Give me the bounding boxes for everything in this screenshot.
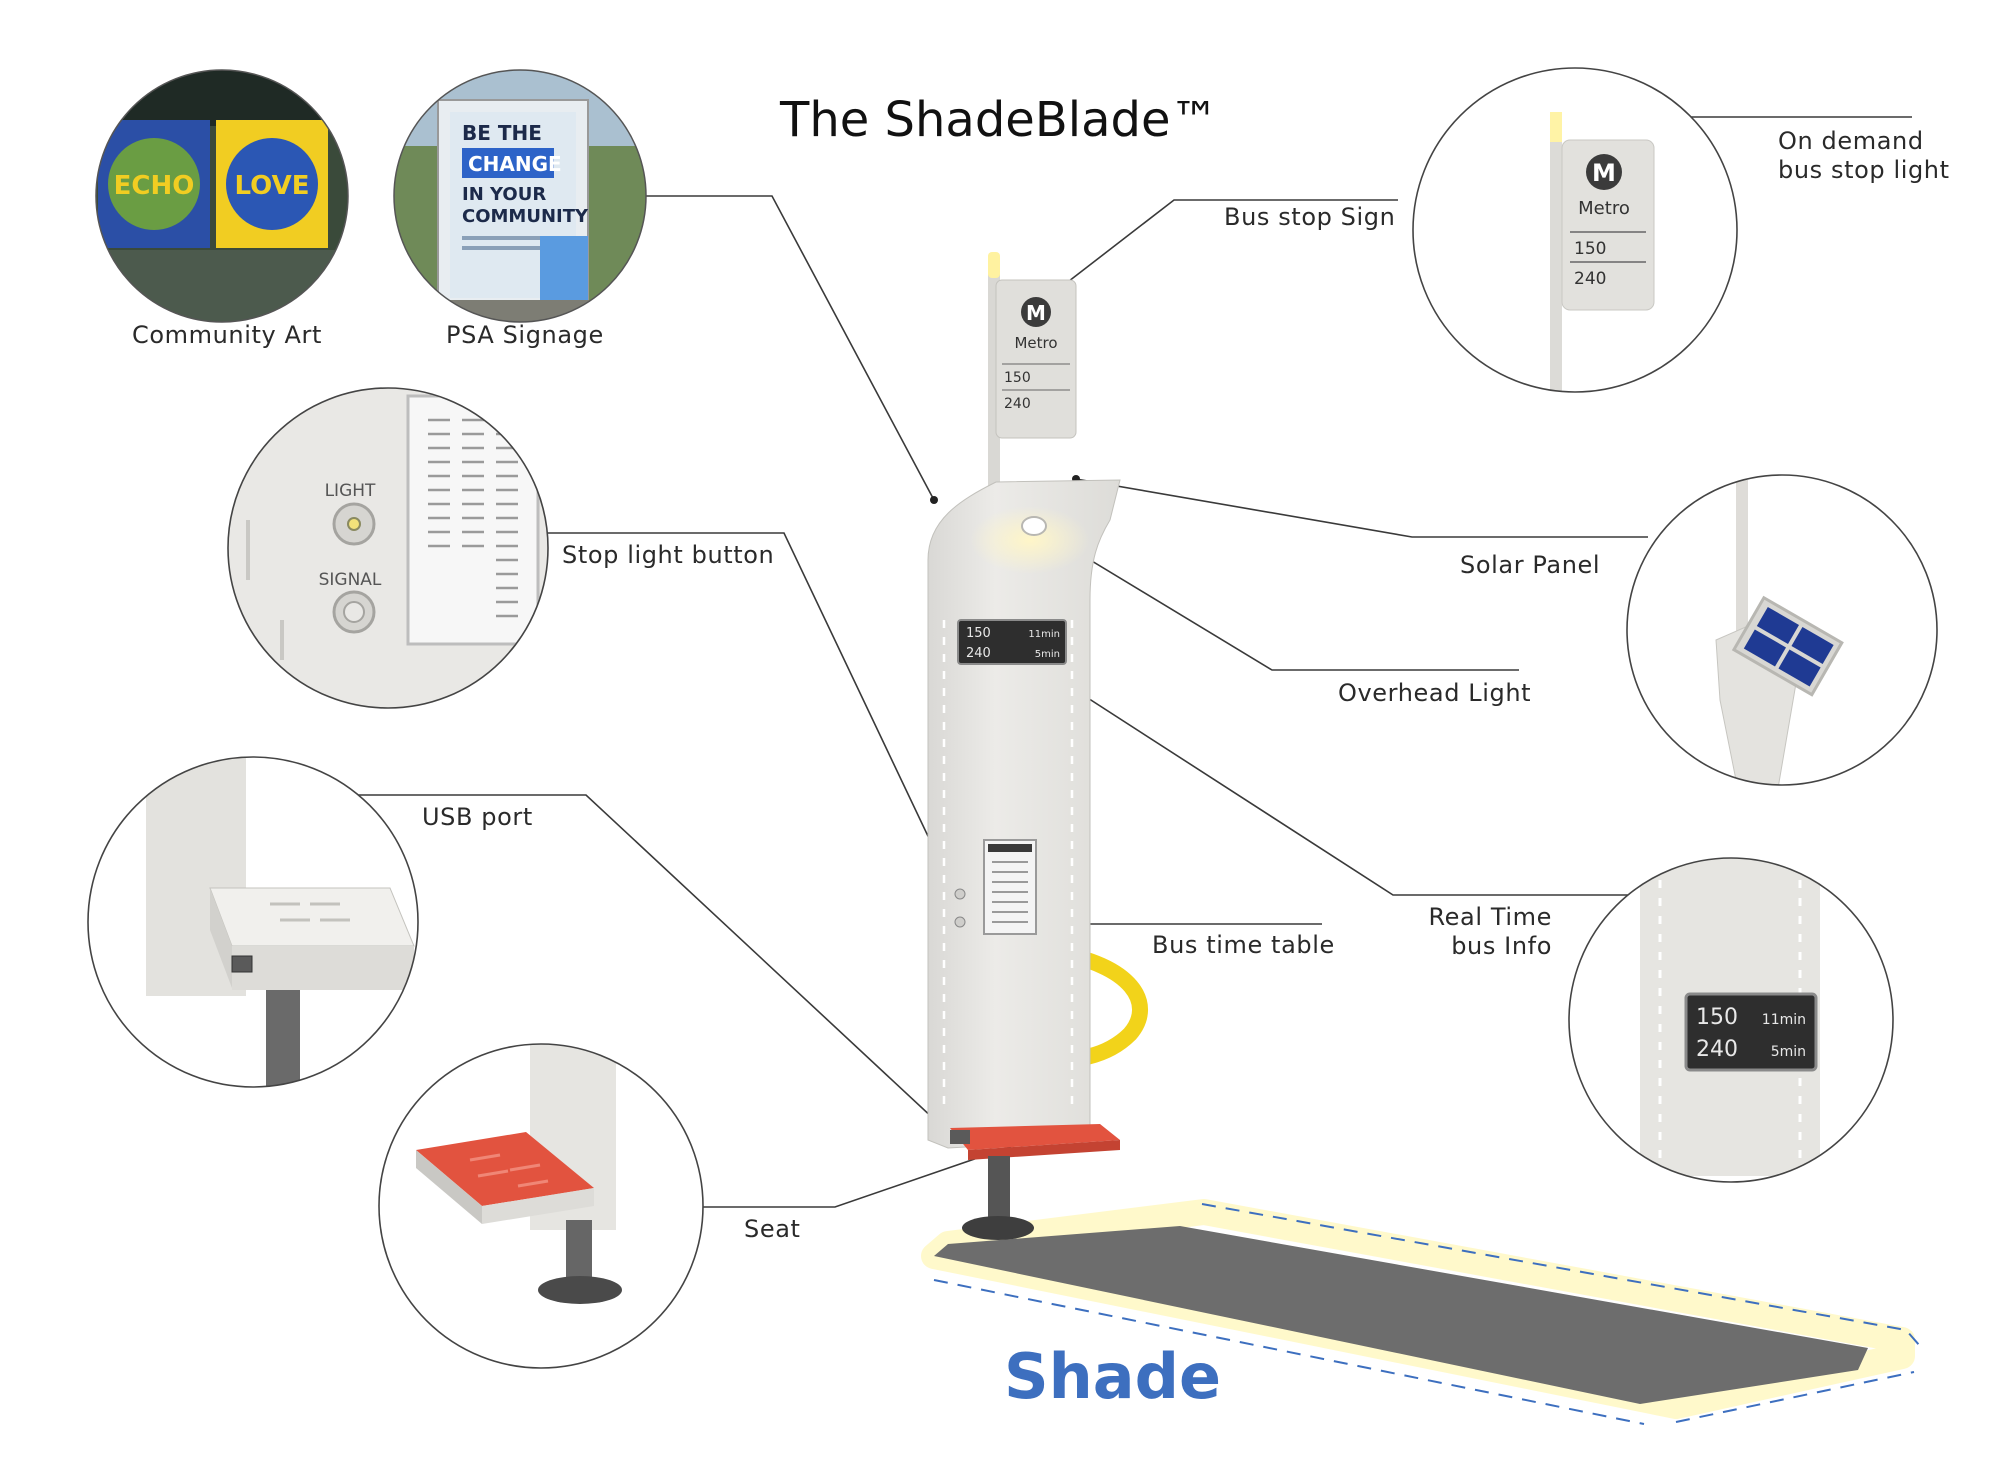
label-real-time-line1: Real Time: [1428, 903, 1552, 931]
label-bus-time-table: Bus time table: [1152, 931, 1335, 959]
closeup-route-a: 150: [1574, 239, 1606, 259]
closeup-rt-route-b: 240: [1696, 1037, 1738, 1062]
real-time-info-closeup: 150 11min 240 5min: [1568, 857, 1894, 1183]
page-title: The ShadeBlade™: [780, 92, 1219, 148]
leader-usb: [345, 794, 951, 1135]
shadeblade-product: M Metro 150 240 150 11min 240 5min: [927, 252, 1121, 1240]
display-eta-b: 5min: [1035, 649, 1060, 660]
closeup-rt-eta-a: 11min: [1762, 1012, 1806, 1028]
closeup-route-b: 240: [1574, 269, 1606, 289]
psa-line-3: IN YOUR: [462, 184, 546, 205]
real-time-display: 150 11min 240 5min: [957, 619, 1067, 665]
leader-solar: [1075, 478, 1648, 538]
label-psa-signage: PSA Signage: [446, 321, 604, 349]
label-seat: Seat: [744, 1215, 801, 1243]
closeup-metro-name: Metro: [1578, 198, 1630, 219]
seat-closeup: [378, 1043, 704, 1369]
leader-overhead: [1033, 525, 1519, 671]
sign-route-a: 150: [1004, 370, 1031, 386]
bus-stop-sign-closeup: M Metro 150 240: [1412, 67, 1738, 393]
shade-footprint: [921, 1199, 1921, 1425]
display-eta-a: 11min: [1028, 629, 1060, 640]
label-community-art: Community Art: [132, 321, 323, 349]
label-stop-light-button: Stop light button: [562, 541, 775, 569]
seat: [950, 1124, 1120, 1240]
sign-metro-letter: M: [1026, 301, 1046, 325]
label-usb-port: USB port: [422, 803, 533, 831]
stop-light-button-closeup: LIGHT SIGNAL: [227, 387, 549, 709]
leader-bus-stop-sign: [1059, 199, 1398, 289]
solar-panel-closeup: [1626, 474, 1938, 786]
display-route-b: 240: [966, 646, 991, 661]
closeup-rt-eta-b: 5min: [1771, 1044, 1806, 1060]
label-bus-stop-sign: Bus stop Sign: [1224, 203, 1396, 231]
label-solar-panel: Solar Panel: [1460, 551, 1601, 579]
sign-route-b: 240: [1004, 396, 1031, 412]
shade-label: Shade: [1004, 1340, 1222, 1413]
art-echo-text: ECHO: [114, 171, 195, 201]
label-on-demand-line1: On demand: [1778, 127, 1924, 155]
label-overhead-light: Overhead Light: [1338, 679, 1532, 707]
button-signal-label: SIGNAL: [319, 570, 382, 590]
closeup-rt-route-a: 150: [1696, 1005, 1738, 1030]
community-art-photo: ECHO LOVE: [95, 69, 349, 323]
art-love-text: LOVE: [235, 171, 310, 201]
leader-realtime: [1031, 661, 1630, 896]
sign-metro-name: Metro: [1014, 334, 1057, 352]
closeup-metro-letter: M: [1592, 159, 1616, 187]
label-real-time-line2: bus Info: [1451, 932, 1552, 960]
bus-stop-sign: M Metro 150 240: [995, 279, 1077, 439]
button-light-label: LIGHT: [325, 481, 376, 501]
psa-line-4: COMMUNITY: [462, 206, 589, 227]
leader-stop-light-button: [542, 532, 956, 894]
psa-signage-photo: BE THE CHANGE IN YOUR COMMUNITY: [393, 69, 647, 323]
label-on-demand-line2: bus stop light: [1778, 156, 1950, 184]
display-route-a: 150: [966, 626, 991, 641]
bus-timetable: [983, 839, 1037, 935]
leader-psa: [645, 195, 935, 501]
psa-line-2: CHANGE: [468, 152, 562, 176]
usb-port-closeup: [87, 756, 419, 1088]
psa-line-1: BE THE: [462, 121, 542, 145]
